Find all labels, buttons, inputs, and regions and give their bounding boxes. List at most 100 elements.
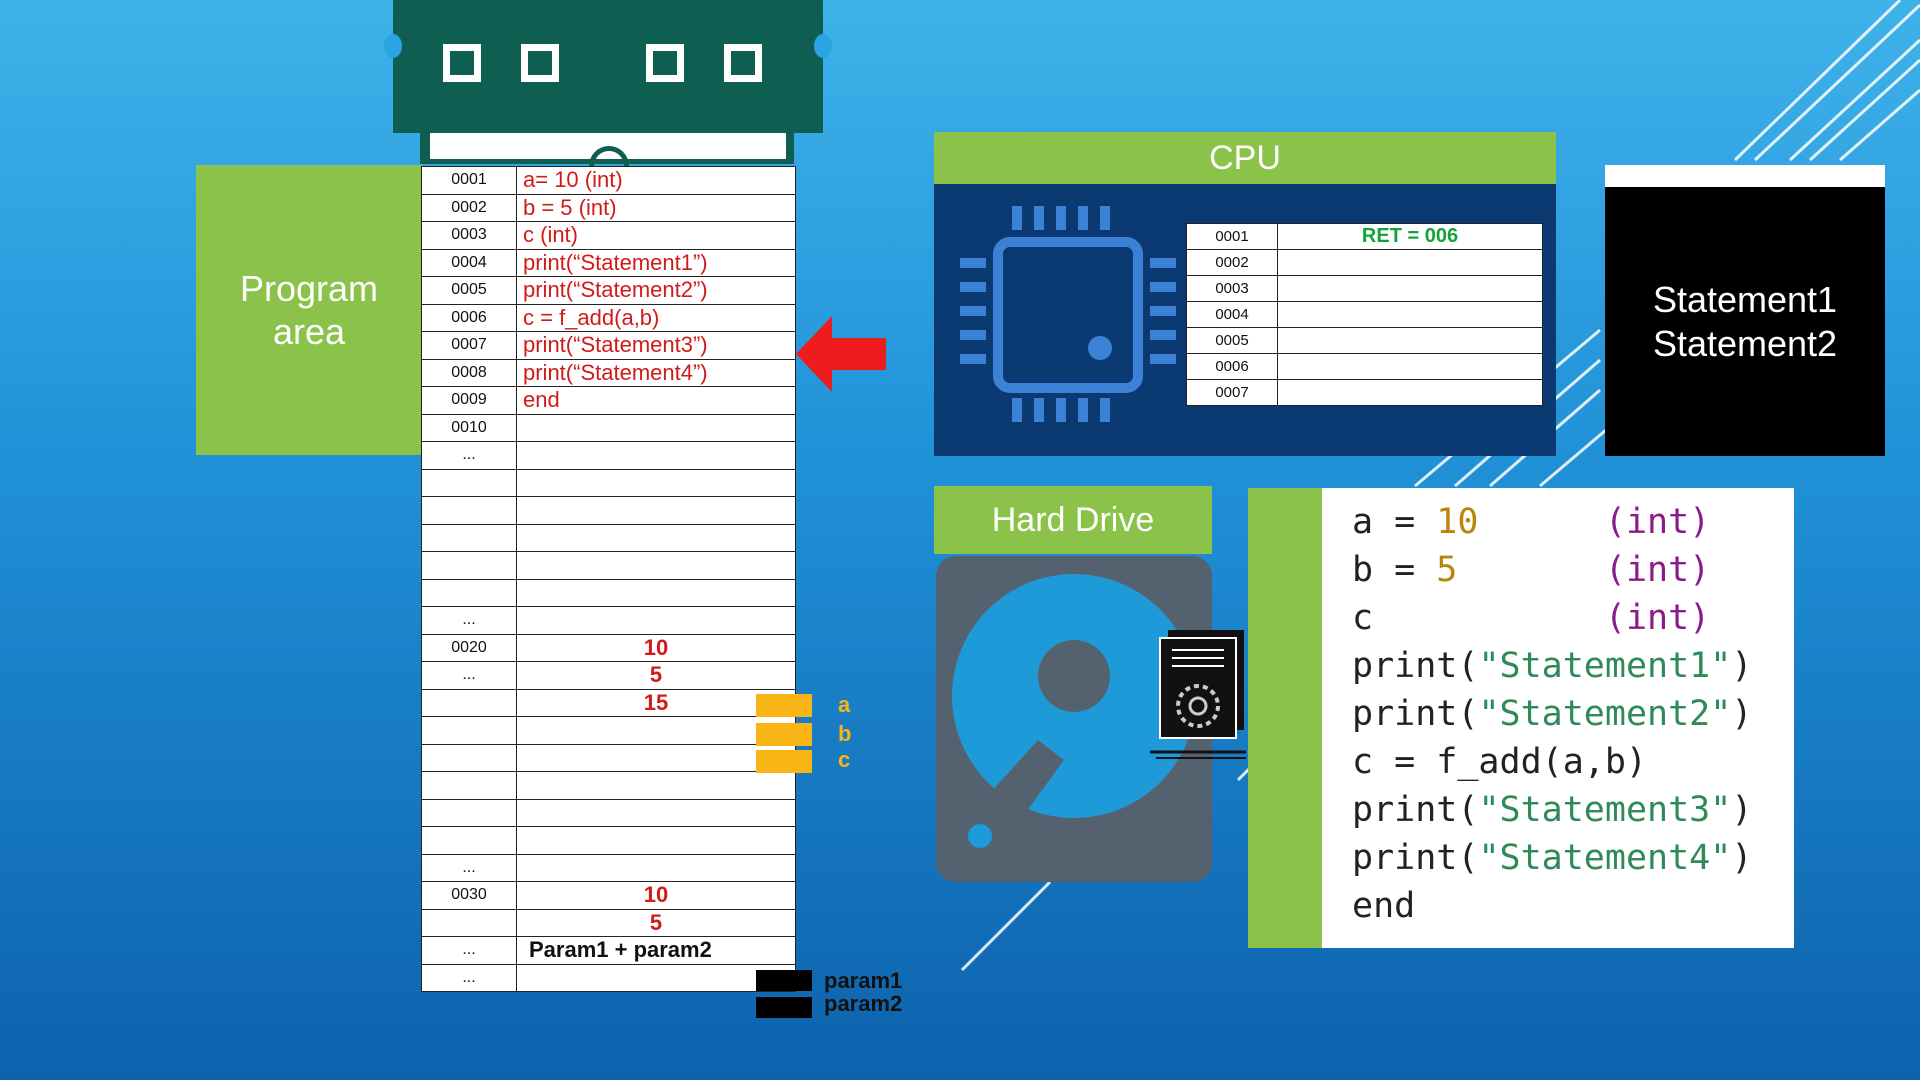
register-value (1277, 327, 1543, 354)
memory-row (421, 743, 796, 772)
register-value: RET = 006 (1277, 223, 1543, 250)
register-value (1277, 249, 1543, 276)
memory-row (421, 496, 796, 525)
memory-address (421, 688, 517, 717)
memory-value: 5 (516, 661, 796, 690)
code-token: 5 (1436, 550, 1458, 590)
memory-value: b = 5 (int) (516, 193, 796, 222)
register-address: 0003 (1186, 275, 1278, 302)
code-token: "Statement3" (1478, 790, 1732, 830)
memory-address (421, 908, 517, 937)
program-area-line1: Program (239, 267, 379, 309)
memory-address: ... (421, 936, 517, 965)
memory-address: 0004 (421, 248, 517, 277)
memory-value (516, 578, 796, 607)
code-line: a = 10 (int) (1352, 498, 1794, 546)
code-token: end (1352, 886, 1416, 926)
register-row: 0007 (1186, 379, 1543, 406)
memory-value: print(“Statement2”) (516, 276, 796, 305)
param1-marker (756, 970, 812, 991)
memory-address (421, 716, 517, 745)
memory-value: 10 (516, 881, 796, 910)
memory-row: ...Param1 + param2 (421, 936, 796, 965)
memory-row: 15 (421, 688, 796, 717)
code-token (1373, 598, 1605, 638)
memory-value: Param1 + param2 (516, 936, 796, 965)
register-address: 0002 (1186, 249, 1278, 276)
memory-row (421, 523, 796, 552)
memory-address: 0008 (421, 358, 517, 387)
memory-row: ... (421, 853, 796, 882)
memory-value (516, 606, 796, 635)
memory-value (516, 798, 796, 827)
memory-row (421, 578, 796, 607)
code-line: c = f_add(a,b) (1352, 738, 1794, 786)
memory-row (421, 716, 796, 745)
register-row: 0006 (1186, 353, 1543, 380)
memory-row (421, 826, 796, 855)
memory-row: 0010 (421, 413, 796, 442)
code-token: ) (1731, 694, 1753, 734)
source-code-panel: a = 10 (int)b = 5 (int)c (int) print("Sta… (1322, 488, 1794, 948)
memory-address: ... (421, 606, 517, 635)
code-line: c (int) (1352, 594, 1794, 642)
code-token (1478, 502, 1604, 542)
memory-address (421, 743, 517, 772)
memory-value: c = f_add(a,b) (516, 303, 796, 332)
memory-value: print(“Statement1”) (516, 248, 796, 277)
var-a-marker (756, 694, 812, 717)
code-line: print("Statement4") (1352, 834, 1794, 882)
program-area-line2: area (272, 311, 346, 352)
memory-value: 5 (516, 908, 796, 937)
memory-address: 0005 (421, 276, 517, 305)
var-b-label: b (838, 721, 852, 746)
memory-row: ... (421, 606, 796, 635)
code-line: b = 5 (int) (1352, 546, 1794, 594)
cpu-title: CPU (934, 132, 1556, 184)
memory-value (516, 413, 796, 442)
output-line-1: Statement1 (1652, 279, 1838, 321)
memory-address: 0030 (421, 881, 517, 910)
memory-address (421, 798, 517, 827)
hard-drive-icon (936, 556, 1212, 882)
register-address: 0001 (1186, 223, 1278, 250)
memory-address: 0007 (421, 331, 517, 360)
memory-row: ... (421, 963, 796, 992)
memory-address: 0010 (421, 413, 517, 442)
memory-address: 0002 (421, 193, 517, 222)
memory-value (516, 963, 796, 992)
register-address: 0006 (1186, 353, 1278, 380)
output-line-2: Statement2 (1652, 322, 1838, 364)
memory-value (516, 826, 796, 855)
hard-drive-title: Hard Drive (934, 486, 1212, 554)
memory-row (421, 798, 796, 827)
memory-value: print(“Statement4”) (516, 358, 796, 387)
code-token: "Statement4" (1478, 838, 1732, 878)
memory-address (421, 468, 517, 497)
memory-address (421, 826, 517, 855)
code-token: (int) (1604, 550, 1711, 590)
cpu-chip-icon (960, 206, 1176, 422)
param1-label: param1 (824, 968, 903, 993)
memory-address (421, 578, 517, 607)
code-token: 10 (1436, 502, 1479, 542)
register-row: 0003 (1186, 275, 1543, 302)
register-value (1277, 301, 1543, 328)
memory-value (516, 496, 796, 525)
memory-value: print(“Statement3”) (516, 331, 796, 360)
code-token: b = (1352, 550, 1437, 590)
memory-value: end (516, 386, 796, 415)
var-b-marker (756, 723, 812, 746)
memory-value: 15 (516, 688, 796, 717)
memory-address: ... (421, 441, 517, 470)
memory-value (516, 771, 796, 800)
register-value (1277, 275, 1543, 302)
memory-row (421, 771, 796, 800)
register-value (1277, 353, 1543, 380)
memory-row (421, 551, 796, 580)
